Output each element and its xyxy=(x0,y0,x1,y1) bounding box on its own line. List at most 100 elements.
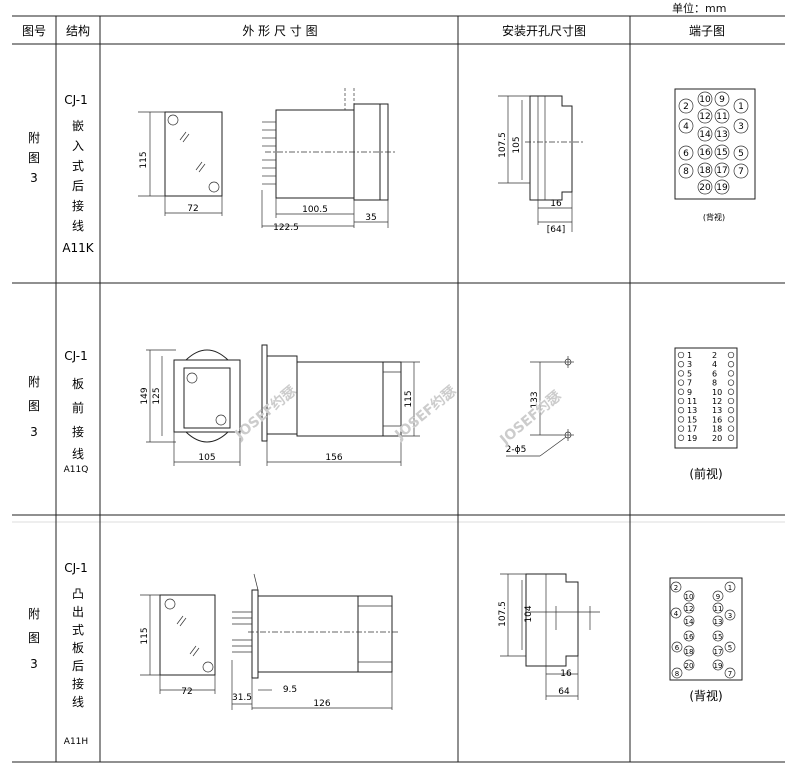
row2-terminal-circle xyxy=(727,351,735,359)
row1-cutout-h2: 105 xyxy=(512,136,522,153)
row3-cutout-w2: 64 xyxy=(558,687,570,697)
row1-terminal-circle xyxy=(697,91,713,107)
row1-struct-char: 接 xyxy=(72,198,84,213)
row2-terminal-circle xyxy=(727,370,735,377)
row3-struct-char: 后 xyxy=(72,659,84,673)
row2-terminal-circle xyxy=(727,416,735,423)
row2-terminal-label: 18 xyxy=(712,425,722,434)
row2-cutout: 133 2-ϕ5 xyxy=(506,356,574,457)
row1-terminal-circle xyxy=(733,145,749,161)
row3-terminal-circle xyxy=(712,645,724,657)
row2-terminal-label: 9 xyxy=(687,388,692,397)
row1-terminal-circle xyxy=(697,179,713,195)
row3-struct-char: 凸 xyxy=(72,587,84,601)
row2-struct-char: 板 xyxy=(72,377,84,391)
row1-terminal-label: 12 xyxy=(699,112,710,122)
row3-terminal-label: 1 xyxy=(728,584,732,592)
header-outline: 外 形 尺 寸 图 xyxy=(242,24,317,38)
watermark: JOSEF约瑟 JOSEF约瑟 JOSEF约瑟 xyxy=(231,382,565,448)
row3-terminal-circle xyxy=(683,602,695,614)
row2-terminal-label: 7 xyxy=(687,379,692,388)
row2-terminal-circle xyxy=(677,361,685,368)
row1-terminal-label: 3 xyxy=(738,122,744,132)
row3-terminal-label: 9 xyxy=(716,593,720,601)
row3-terminal-circle xyxy=(671,641,683,653)
row1-struct-char: 线 xyxy=(72,219,84,233)
row2-struct-char: 前 xyxy=(72,400,84,415)
row3-terminal-circle xyxy=(670,607,682,619)
row2-model: A11Q xyxy=(64,465,89,475)
row2-side-view: 115 156 xyxy=(261,344,420,466)
row2-terminal-label: 4 xyxy=(712,360,717,369)
row3-terminal-circle xyxy=(683,659,695,671)
row2-terminal-label: 19 xyxy=(687,434,697,443)
row1-struct-code: CJ-1 xyxy=(64,93,87,107)
row1-terminal-label: (背视) xyxy=(703,212,725,222)
row1-struct-char: 后 xyxy=(72,179,84,193)
row3-terminal-label: 2 xyxy=(674,584,678,592)
row1-terminal-circle xyxy=(733,163,749,179)
row-2: 附 图 3 CJ-1 板 前 接 线 A11Q 149 125 105 xyxy=(28,344,738,481)
row3-terminal-circle xyxy=(683,645,695,657)
row2-terminal-circle xyxy=(727,434,735,441)
row3-terminal-label: 13 xyxy=(714,618,723,626)
row2-terminal-label: (前视) xyxy=(689,466,722,481)
row2-terminal-circle xyxy=(727,425,735,432)
row2-struct-code: CJ-1 xyxy=(64,349,87,363)
row3-terminal-label: 3 xyxy=(728,612,732,620)
row2-terminal-circle xyxy=(727,397,735,405)
row2-cutout-hole: 2-ϕ5 xyxy=(506,445,527,455)
row3-terminal-circle xyxy=(724,641,736,653)
row1-dim-depth: 100.5 xyxy=(302,205,328,215)
row1-terminal-label: 11 xyxy=(716,112,727,122)
row1-side-view: 100.5 35 122.5 xyxy=(261,88,395,233)
row1-struct-char: 式 xyxy=(72,159,84,173)
row3-terminal-label: 12 xyxy=(685,605,694,613)
row1-terminal-circle xyxy=(733,98,749,114)
row1-struct-char: 嵌 xyxy=(72,119,84,133)
row3-fig-3: 3 xyxy=(30,657,38,671)
row3-terminal-label: 17 xyxy=(714,648,723,656)
row2-terminal-label: 20 xyxy=(712,434,722,443)
row3-terminal-circle xyxy=(712,615,724,627)
row3-struct-code: CJ-1 xyxy=(64,561,87,575)
row1-terminal-label: 16 xyxy=(699,148,711,158)
row2-terminal-circle xyxy=(727,388,735,395)
row2-terminal-label: 5 xyxy=(687,369,692,378)
row2-terminal-circle xyxy=(677,397,685,405)
row3-terminal-label: 6 xyxy=(675,644,680,652)
row3-dim-depth: 126 xyxy=(313,699,330,709)
row1-cutout-w2: [64] xyxy=(547,225,565,235)
row3-fig-2: 图 xyxy=(28,631,40,645)
row2-terminal-label: 16 xyxy=(712,415,722,424)
row3-terminal-circle xyxy=(712,630,724,642)
row1-terminal-label: 6 xyxy=(683,149,689,159)
row2-dim-width: 105 xyxy=(198,453,215,463)
row1-terminal-circle xyxy=(697,144,713,160)
row3-struct-char: 线 xyxy=(72,695,84,709)
row2-terminal-label: 10 xyxy=(712,388,722,397)
row1-terminal-circle xyxy=(714,144,730,160)
row3-terminal-circle xyxy=(724,609,736,621)
row2-terminal-label: 15 xyxy=(687,415,697,424)
row1-terminal-label: 20 xyxy=(699,183,711,193)
row1-terminal-circle xyxy=(697,126,713,142)
row1-terminal-circle xyxy=(714,179,730,195)
row3-terminal-label: 15 xyxy=(714,633,723,641)
row1-dim-height: 115 xyxy=(139,151,149,168)
row3-terminal-circle xyxy=(671,667,683,679)
row2-terminal-circle xyxy=(677,370,685,377)
row2-terminal-label: 11 xyxy=(687,397,697,406)
row2-terminal-circle xyxy=(677,388,685,395)
row2-cutout-h: 133 xyxy=(530,391,540,408)
row3-terminal-circle xyxy=(724,667,736,679)
row3-terminal-label: 10 xyxy=(685,593,694,601)
row3-cutout: 107.5 104 16 64 xyxy=(498,573,600,700)
row2-terminal-label: 8 xyxy=(712,379,717,388)
row2-terminal-label: 3 xyxy=(687,360,692,369)
row1-dim-rear: 35 xyxy=(365,213,376,223)
row1-terminal-label: 10 xyxy=(699,95,711,105)
row1-terminal-label: 19 xyxy=(716,183,728,193)
